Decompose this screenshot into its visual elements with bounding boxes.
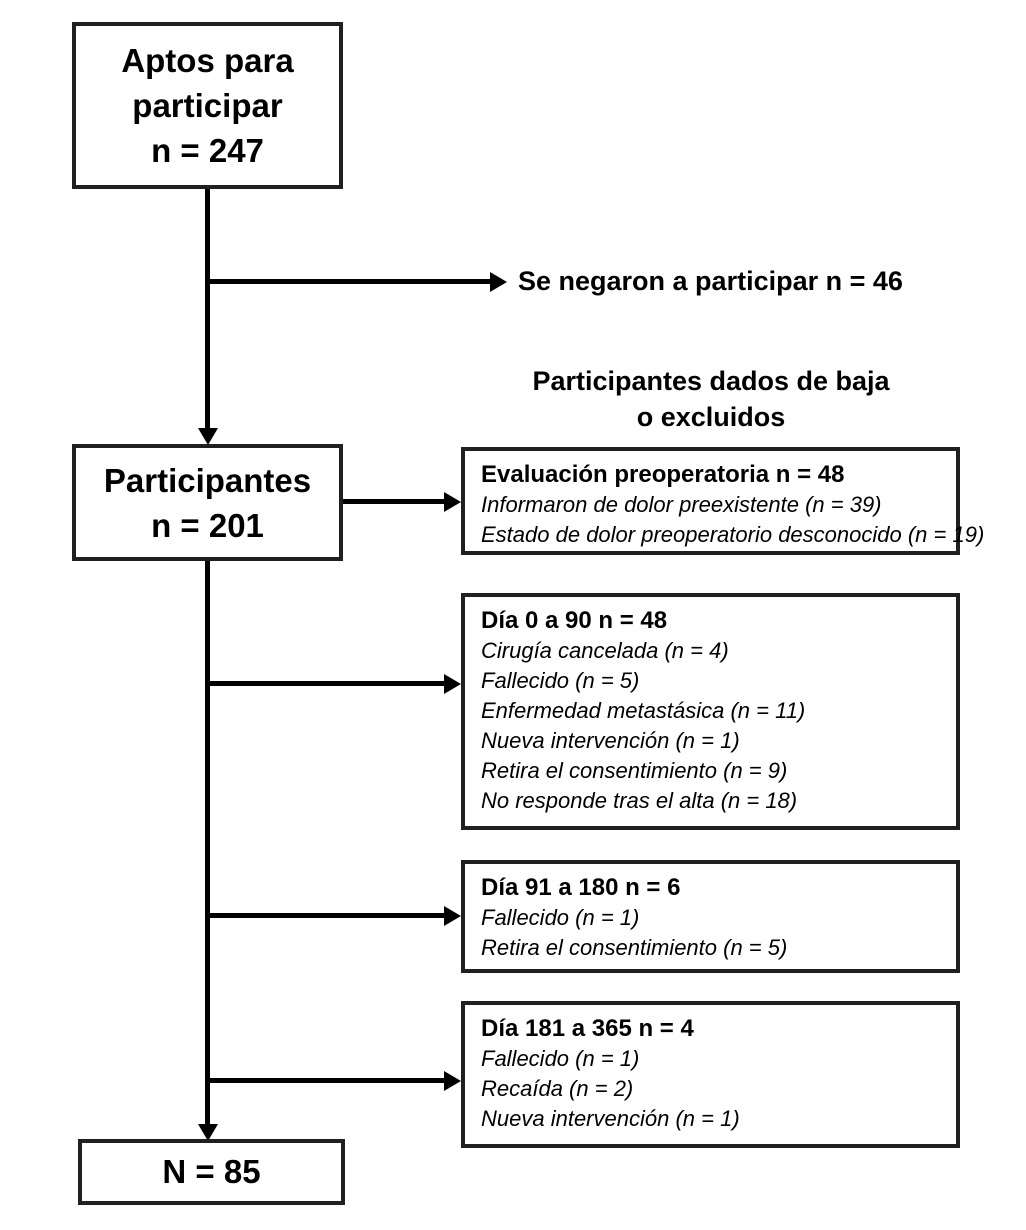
exclusion-box-day-91-180-item-2: Retira el consentimiento (n = 5) — [481, 935, 788, 960]
exclusion-box-day-0-90-item-6: No responde tras el alta (n = 18) — [481, 788, 798, 813]
exclusion-box-preop-item-1: Informaron de dolor preexistente (n = 39… — [481, 492, 882, 517]
connector-exclusion-4 — [205, 1078, 447, 1083]
exclusion-box-day-91-180-item-1: Fallecido (n = 1) — [481, 905, 640, 930]
connector-exclusion-2 — [205, 681, 447, 686]
exclusion-box-day-181-365-heading: Día 181 a 365 n = 4 — [481, 1015, 694, 1042]
exclusion-box-preop: Evaluación preoperatoria n = 48 Informar… — [461, 447, 985, 555]
exclusion-box-day-0-90-item-5: Retira el consentimiento (n = 9) — [481, 758, 788, 783]
arrowhead-exclusion-1 — [444, 492, 461, 512]
exclusion-box-preop-item-2: Estado de dolor preoperatorio desconocid… — [481, 522, 985, 547]
arrowhead-refused — [490, 272, 507, 292]
exclusion-box-preop-heading: Evaluación preoperatoria n = 48 — [481, 461, 845, 488]
connector-exclusion-3 — [205, 913, 447, 918]
connector-exclusion-1 — [343, 499, 447, 504]
connector-refused — [205, 279, 493, 284]
exclusion-box-day-91-180: Día 91 a 180 n = 6 Fallecido (n = 1) Ret… — [461, 860, 960, 973]
connector-participants-to-final — [205, 561, 210, 1128]
exclusions-title-line-1: Participantes dados de baja — [532, 366, 890, 396]
exclusion-box-day-181-365-item-2: Recaída (n = 2) — [481, 1076, 634, 1101]
node-eligible: Aptos para participar n = 247 — [72, 22, 343, 189]
node-participants-line-1: Participantes — [103, 461, 312, 499]
exclusions-title-line-2: o excluidos — [636, 402, 786, 432]
arrowhead-participants — [198, 428, 218, 445]
node-eligible-line-3: n = 247 — [151, 132, 264, 169]
node-final: N = 85 — [78, 1139, 345, 1205]
exclusion-box-day-0-90-item-1: Cirugía cancelada (n = 4) — [481, 638, 729, 663]
node-final-line-1: N = 85 — [162, 1153, 261, 1190]
exclusion-box-day-181-365-item-1: Fallecido (n = 1) — [481, 1046, 640, 1071]
exclusion-box-day-0-90-item-4: Nueva intervención (n = 1) — [481, 728, 740, 753]
label-refused: Se negaron a participar n = 46 — [518, 266, 903, 296]
exclusion-box-day-181-365: Día 181 a 365 n = 4 Fallecido (n = 1) Re… — [461, 1001, 960, 1148]
exclusion-box-day-0-90-heading: Día 0 a 90 n = 48 — [481, 607, 668, 634]
exclusion-box-day-181-365-item-3: Nueva intervención (n = 1) — [481, 1106, 740, 1131]
arrowhead-exclusion-2 — [444, 674, 461, 694]
arrowhead-exclusion-4 — [444, 1071, 461, 1091]
exclusion-box-day-0-90-item-2: Fallecido (n = 5) — [481, 668, 640, 693]
node-eligible-line-1: Aptos para — [121, 42, 294, 79]
node-participants: Participantes n = 201 — [72, 444, 343, 561]
node-participants-line-2: n = 201 — [151, 506, 264, 544]
node-eligible-line-2: participar — [132, 87, 283, 124]
arrowhead-final — [198, 1124, 218, 1141]
exclusion-box-day-0-90-item-3: Enfermedad metastásica (n = 11) — [481, 698, 806, 723]
exclusion-box-day-0-90: Día 0 a 90 n = 48 Cirugía cancelada (n =… — [461, 593, 960, 830]
exclusion-box-day-91-180-heading: Día 91 a 180 n = 6 — [481, 874, 681, 901]
arrowhead-exclusion-3 — [444, 906, 461, 926]
connector-eligible-to-participants — [205, 189, 210, 431]
